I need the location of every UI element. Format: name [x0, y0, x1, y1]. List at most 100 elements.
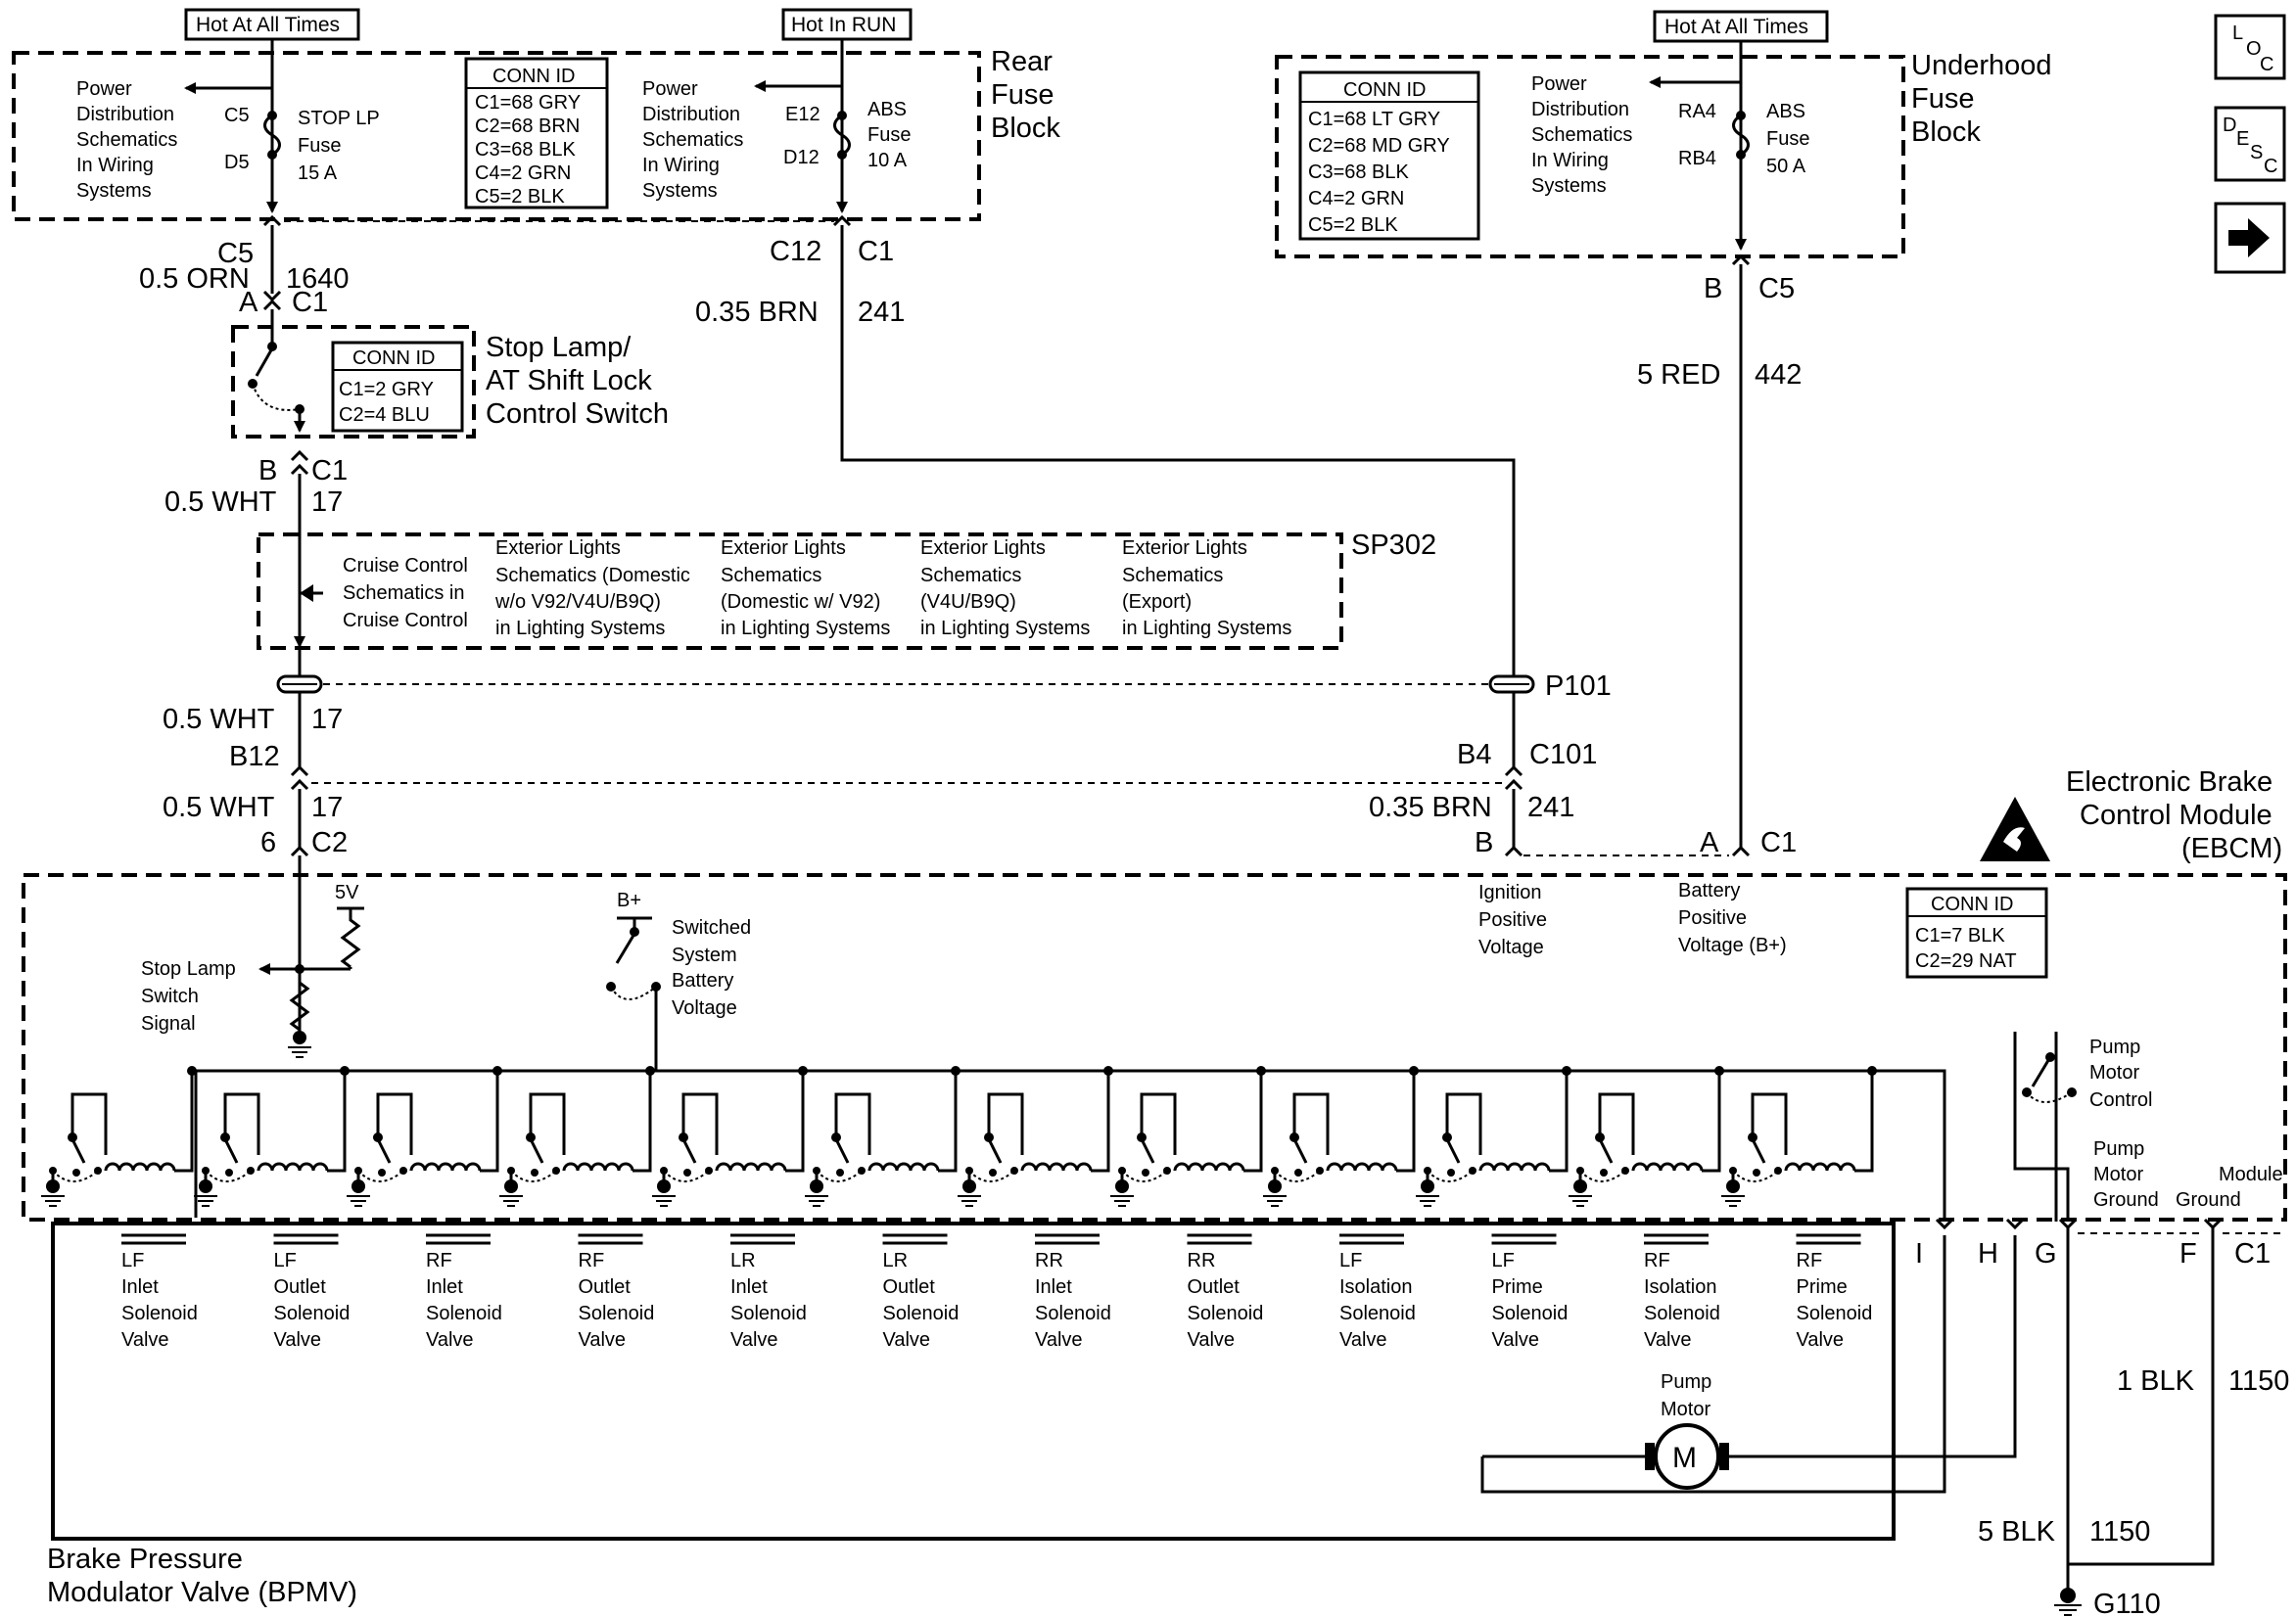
- svg-text:RA4: RA4: [1678, 101, 1716, 122]
- svg-text:Power: Power: [1531, 73, 1587, 95]
- svg-text:Solenoid: Solenoid: [1339, 1303, 1416, 1324]
- svg-text:Voltage: Voltage: [672, 997, 737, 1019]
- arrow-right-icon: [2228, 218, 2270, 257]
- svg-text:Solenoid: Solenoid: [274, 1303, 351, 1324]
- solenoid-valve-list: LFInletSolenoidValveLFOutletSolenoidValv…: [121, 1233, 1873, 1351]
- svg-text:Battery: Battery: [672, 970, 733, 992]
- hot-tag-stop: Hot At All Times: [184, 8, 360, 41]
- svg-text:Pump: Pump: [2089, 1037, 2140, 1058]
- svg-text:Solenoid: Solenoid: [1797, 1303, 1873, 1324]
- svg-text:Control Switch: Control Switch: [486, 398, 669, 430]
- svg-text:17: 17: [311, 792, 343, 823]
- ext-lights-v4u-ref: Exterior Lights Schematics (V4U/B9Q) in …: [920, 537, 1090, 639]
- svg-text:Exterior Lights: Exterior Lights: [495, 537, 621, 559]
- svg-text:(V4U/B9Q): (V4U/B9Q): [920, 591, 1016, 613]
- svg-text:Solenoid: Solenoid: [883, 1303, 960, 1324]
- svg-text:Positive: Positive: [1478, 909, 1547, 931]
- svg-text:Fuse: Fuse: [867, 124, 911, 146]
- svg-text:D12: D12: [783, 147, 820, 168]
- svg-text:Valve: Valve: [1644, 1329, 1692, 1351]
- svg-text:Stop Lamp: Stop Lamp: [141, 958, 236, 980]
- hot-tag-underhood: Hot At All Times: [1653, 10, 1829, 43]
- svg-text:Switch: Switch: [141, 986, 199, 1007]
- esd-warning-icon: [1980, 797, 2050, 861]
- svg-text:17: 17: [311, 486, 343, 518]
- svg-text:D: D: [2223, 115, 2236, 136]
- svg-text:Solenoid: Solenoid: [579, 1303, 655, 1324]
- svg-text:Solenoid: Solenoid: [121, 1303, 198, 1324]
- svg-text:D5: D5: [224, 152, 250, 173]
- conn-id-rear: CONN ID C1=68 GRY C2=68 BRN C3=68 BLK C4…: [464, 57, 609, 209]
- svg-text:Voltage: Voltage: [1478, 937, 1544, 958]
- ext-lights-v92-ref: Exterior Lights Schematics (Domestic w/ …: [721, 537, 890, 639]
- svg-text:Switched: Switched: [672, 917, 751, 939]
- svg-text:C2=68 BRN: C2=68 BRN: [475, 116, 580, 137]
- svg-text:Block: Block: [1911, 116, 1981, 148]
- svg-text:50 A: 50 A: [1766, 156, 1806, 177]
- svg-text:C1: C1: [1760, 827, 1797, 858]
- svg-text:10 A: 10 A: [867, 150, 908, 171]
- svg-text:Signal: Signal: [141, 1013, 196, 1035]
- svg-text:C: C: [2264, 156, 2277, 177]
- svg-text:E: E: [2236, 128, 2249, 150]
- power-dist-ref-right: Power Distribution Schematics In Wiring …: [642, 78, 842, 202]
- svg-text:G110: G110: [2093, 1589, 2161, 1617]
- svg-text:Hot At All Times: Hot At All Times: [1664, 16, 1808, 38]
- svg-text:0.5 WHT: 0.5 WHT: [163, 792, 275, 823]
- power-dist-ref-underhood: Power Distribution Schematics In Wiring …: [1531, 73, 1741, 197]
- svg-text:In Wiring: In Wiring: [1531, 150, 1609, 171]
- svg-text:RF: RF: [426, 1250, 452, 1271]
- loc-button[interactable]: L O C: [2214, 14, 2286, 80]
- svg-text:Schematics: Schematics: [721, 565, 821, 586]
- svg-text:0.5 WHT: 0.5 WHT: [163, 704, 275, 735]
- svg-text:(Export): (Export): [1122, 591, 1192, 613]
- desc-button[interactable]: D E S C: [2214, 106, 2286, 182]
- svg-text:C5: C5: [217, 238, 254, 269]
- svg-text:Schematics: Schematics: [76, 129, 177, 151]
- svg-text:Inlet: Inlet: [730, 1276, 768, 1298]
- svg-text:Rear: Rear: [991, 46, 1053, 77]
- svg-text:C2=4 BLU: C2=4 BLU: [339, 404, 430, 426]
- svg-text:System: System: [672, 945, 737, 966]
- svg-text:Battery: Battery: [1678, 880, 1740, 901]
- conn-id-underhood: CONN ID C1=68 LT GRY C2=68 MD GRY C3=68 …: [1298, 70, 1480, 241]
- svg-text:Isolation: Isolation: [1339, 1276, 1413, 1298]
- svg-text:Exterior Lights: Exterior Lights: [1122, 537, 1247, 559]
- svg-text:Brake Pressure: Brake Pressure: [47, 1544, 243, 1575]
- svg-text:B: B: [1704, 273, 1722, 304]
- svg-text:B+: B+: [617, 890, 641, 911]
- svg-text:CONN ID: CONN ID: [1343, 79, 1426, 101]
- svg-text:C5=2 BLK: C5=2 BLK: [475, 186, 565, 208]
- svg-text:In Wiring: In Wiring: [76, 155, 154, 176]
- svg-text:Solenoid: Solenoid: [1644, 1303, 1720, 1324]
- svg-text:Ground: Ground: [2093, 1189, 2159, 1211]
- svg-text:Valve: Valve: [1797, 1329, 1845, 1351]
- svg-text:C2: C2: [311, 827, 348, 858]
- svg-text:Module: Module: [2219, 1164, 2283, 1185]
- svg-text:Control: Control: [2089, 1089, 2152, 1111]
- svg-text:in Lighting Systems: in Lighting Systems: [920, 618, 1090, 639]
- svg-text:RF: RF: [1797, 1250, 1823, 1271]
- svg-text:LF: LF: [1339, 1250, 1362, 1271]
- abs-ignition-wire: C12 C1 0.35 BRN 241: [695, 214, 1516, 767]
- power-dist-ref-left: Power Distribution Schematics In Wiring …: [76, 78, 272, 202]
- next-page-button[interactable]: [2214, 202, 2286, 274]
- stop-feed-wire: C5 0.5 ORN 1640 A C1: [139, 214, 834, 318]
- svg-text:Motor: Motor: [1661, 1399, 1710, 1420]
- svg-text:RF: RF: [1644, 1250, 1670, 1271]
- svg-text:RR: RR: [1035, 1250, 1063, 1271]
- svg-text:Cruise Control: Cruise Control: [343, 555, 468, 577]
- stop-lp-fuse: C5 D5 STOP LP Fuse 15 A: [224, 105, 380, 184]
- solenoid-driver-4: [499, 1066, 655, 1207]
- svg-text:Distribution: Distribution: [1531, 99, 1629, 120]
- svg-text:Valve: Valve: [1035, 1329, 1083, 1351]
- svg-text:STOP LP: STOP LP: [298, 108, 380, 129]
- svg-text:ABS: ABS: [1766, 101, 1805, 122]
- svg-text:B12: B12: [229, 741, 280, 772]
- underhood-fuse-block: Underhood Fuse Block Hot At All Times CO…: [1275, 10, 2052, 258]
